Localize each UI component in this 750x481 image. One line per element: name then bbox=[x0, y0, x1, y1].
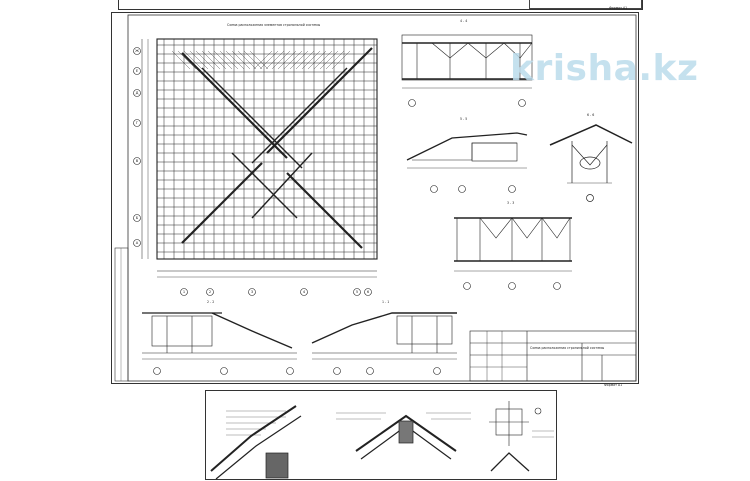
axis-number-label: 6 bbox=[367, 290, 370, 294]
axis-number-label: 4 bbox=[303, 290, 306, 294]
axis-number-label: 5 bbox=[356, 290, 358, 294]
axis-letter-label: Г bbox=[136, 121, 138, 125]
plan-title: Схема расположения элементов стропильной… bbox=[227, 23, 321, 27]
axis-letter-label: А bbox=[136, 241, 139, 245]
axis-letter-label: Е bbox=[136, 69, 139, 73]
node-details-drawing bbox=[210, 401, 554, 480]
axis-number-label: 3 bbox=[251, 290, 253, 294]
section-2-2-label: 2 - 2 bbox=[207, 300, 215, 304]
section-5-5 bbox=[406, 132, 528, 193]
top-sheet-title-block bbox=[529, 0, 642, 9]
axis-letter-label: Ж bbox=[135, 49, 139, 53]
section-4-4-label: 4 - 4 bbox=[460, 19, 468, 23]
plan-axis-numbers bbox=[180, 288, 372, 296]
plan-axis-letters bbox=[133, 47, 141, 247]
section-7-7-label: 1 - 1 bbox=[382, 300, 390, 304]
sheet-format: Формат А1 bbox=[604, 383, 623, 387]
axis-letter-label: Б bbox=[136, 216, 139, 220]
section-7-7 bbox=[311, 312, 457, 375]
title-block-name: Схема расположения стропильной системы bbox=[530, 346, 605, 350]
title-block bbox=[469, 330, 637, 382]
axis-number-label: 2 bbox=[209, 290, 211, 294]
section-2-2 bbox=[142, 312, 297, 375]
section-4-4 bbox=[401, 34, 533, 107]
section-6-6-label: 6 - 6 bbox=[587, 113, 595, 117]
roof-plan bbox=[141, 38, 378, 278]
section-3-3-right bbox=[454, 217, 572, 290]
axis-letter-label: В bbox=[136, 159, 139, 163]
watermark-logo: krisha.kz bbox=[510, 48, 699, 89]
section-6-6 bbox=[549, 124, 633, 202]
top-sheet-format: Формат А1 bbox=[609, 6, 628, 10]
bottom-sheet bbox=[205, 390, 557, 480]
section-5-5-label: 5 - 5 bbox=[460, 117, 468, 121]
main-sheet: Ж Е Д Г В Б А 1 2 3 4 5 6 Схема расположения элемент… bbox=[111, 12, 639, 387]
axis-number-label: 1 bbox=[183, 290, 185, 294]
section-3-3-label: 3 - 3 bbox=[507, 201, 515, 205]
top-sheet: Формат А1 bbox=[118, 0, 643, 10]
axis-letter-label: Д bbox=[136, 91, 139, 95]
main-drawing: Ж Е Д Г В Б А 1 2 3 4 5 6 bbox=[114, 14, 637, 382]
